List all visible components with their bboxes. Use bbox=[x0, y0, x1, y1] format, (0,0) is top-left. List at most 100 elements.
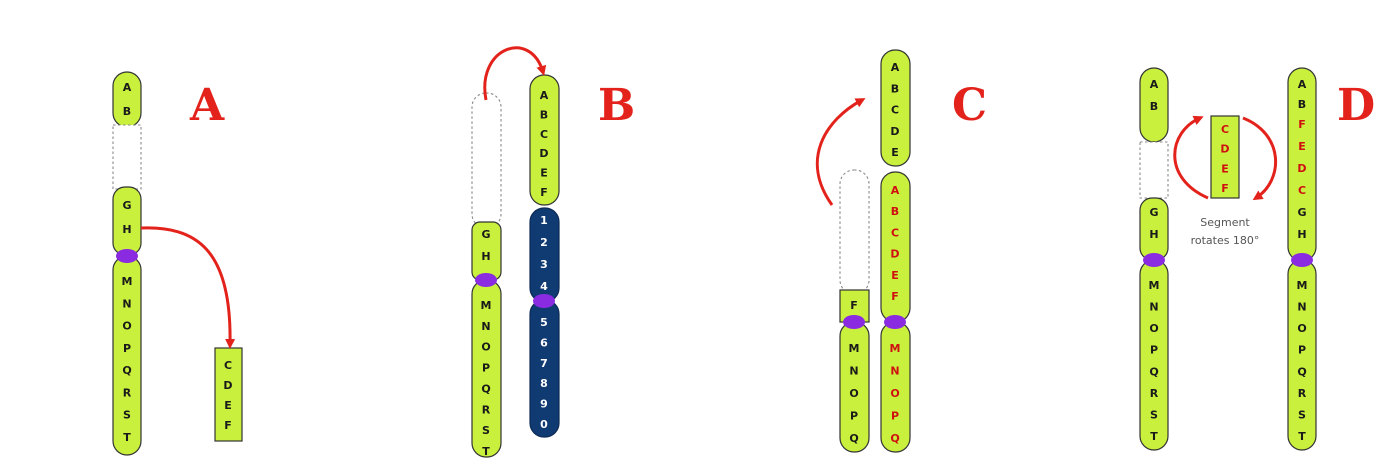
panel-d-right-bottom-letter: T bbox=[1298, 430, 1306, 443]
panel-c-left-bottom-letter: N bbox=[849, 365, 858, 378]
panel-c-right-top-letter: A bbox=[891, 184, 900, 197]
panel-c-right-bottom-letter: M bbox=[890, 342, 901, 355]
panel-d-right-inverted-letter: F bbox=[1298, 118, 1306, 131]
panel-a-fragment-letter: F bbox=[224, 419, 232, 432]
panel-d-left-centromere bbox=[1143, 253, 1165, 267]
panel-b-left-bottom-letter: R bbox=[482, 403, 491, 416]
panel-c-left-bottom-letter: P bbox=[850, 410, 858, 423]
panel-c-top-letter: E bbox=[891, 146, 899, 159]
panel-d-arrow-left bbox=[1173, 115, 1209, 200]
panel-c-left-centromere bbox=[843, 315, 865, 329]
panel-a-mid-letter: G bbox=[122, 199, 131, 212]
panel-a-bottom-letter: N bbox=[122, 297, 131, 310]
panel-c-top-letter: D bbox=[890, 125, 899, 138]
panel-b-left-mid-letter: H bbox=[481, 250, 490, 263]
panel-b-left-mid-letter: G bbox=[481, 228, 490, 241]
panel-d-right-bottom-letter: N bbox=[1297, 301, 1306, 314]
panel-c-right-bottom-letter: P bbox=[891, 410, 899, 423]
panel-c-right-bottom-letter: N bbox=[890, 365, 899, 378]
panel-b-left-deleted bbox=[471, 92, 502, 229]
panel-a-mid-letter: H bbox=[122, 223, 131, 236]
panel-d-right-mid-letter: H bbox=[1297, 228, 1306, 241]
panel-d-left-bottom-letter: Q bbox=[1149, 365, 1158, 378]
panel-d-segment-letter: F bbox=[1221, 182, 1229, 195]
panel-d: Segment rotates 180° D bbox=[1139, 67, 1375, 451]
panel-d-segment-letter: D bbox=[1220, 143, 1229, 156]
panel-d-right-bottom-letter: P bbox=[1298, 344, 1306, 357]
panel-d-segment-letter: E bbox=[1221, 162, 1229, 175]
panel-b-right-blue-bottom-letter: 5 bbox=[540, 316, 548, 329]
panel-b-right-centromere bbox=[533, 294, 555, 308]
panel-b-right-blue-top-letter: 1 bbox=[540, 214, 548, 227]
panel-d-left-mid-letter: H bbox=[1149, 228, 1158, 241]
panel-b-label: B bbox=[598, 80, 635, 131]
panel-d-right-bottom-letter: Q bbox=[1297, 365, 1306, 378]
panel-a-bottom-letter: M bbox=[122, 275, 133, 288]
panel-c-right-top-letter: B bbox=[891, 205, 899, 218]
panel-c-top-letter: B bbox=[891, 82, 899, 95]
panel-d-note-line2: rotates 180° bbox=[1191, 234, 1260, 247]
panel-a-centromere bbox=[116, 249, 138, 263]
panel-d-right-bottom-letter: R bbox=[1298, 387, 1307, 400]
panel-c-right-bottom-letter: Q bbox=[890, 432, 899, 445]
panel-d-right-inverted-letter: E bbox=[1298, 140, 1306, 153]
panel-c-right-top-letter: C bbox=[891, 226, 899, 239]
panel-a-bottom-letter: O bbox=[122, 320, 131, 333]
panel-d-left-bottom-letter: M bbox=[1149, 279, 1160, 292]
panel-d-left-bottom-letter: T bbox=[1150, 430, 1158, 443]
panel-a-deleted-region bbox=[112, 124, 142, 190]
panel-d-right-bottom-letter: O bbox=[1297, 322, 1306, 335]
panel-b-right-blue-top-letter: 4 bbox=[540, 280, 548, 293]
panel-a-top-letter: A bbox=[123, 81, 132, 94]
panel-b: B bbox=[471, 46, 635, 458]
panel-a-mid-arm bbox=[112, 186, 142, 256]
panel-d-segment bbox=[1210, 115, 1240, 199]
panel-d-left-bottom-letter: S bbox=[1150, 408, 1158, 421]
panel-b-right-blue-bottom-letter: 9 bbox=[540, 398, 548, 411]
panel-d-left-top-letter: B bbox=[1150, 100, 1158, 113]
panel-d-right-inverted-letter: C bbox=[1298, 184, 1306, 197]
panel-b-left-bottom-letter: O bbox=[481, 341, 490, 354]
panel-a-fragment-letter: E bbox=[224, 399, 232, 412]
panel-b-right-top-letter: F bbox=[540, 186, 548, 199]
panel-a-arrow bbox=[140, 226, 236, 349]
panel-b-left-bottom-letter: Q bbox=[481, 382, 490, 395]
panel-b-right-top-letter: C bbox=[540, 128, 548, 141]
panel-c-left-deleted bbox=[839, 169, 870, 295]
panel-d-left-top-letter: A bbox=[1150, 78, 1159, 91]
panel-c-left-bottom-letter: Q bbox=[849, 432, 858, 445]
panel-b-left-centromere bbox=[475, 273, 497, 287]
panel-c-arrow bbox=[815, 98, 866, 206]
panel-b-right-blue-top-letter: 3 bbox=[540, 258, 548, 271]
panel-d-left-bottom-letter: O bbox=[1149, 322, 1158, 335]
gene-letters: ABGHMNOPQRSTCDEFGHMNOPQRSTABCDEF12345678… bbox=[122, 61, 1308, 458]
panel-c-top-piece bbox=[880, 49, 911, 167]
panel-d-right-bottom-letter: M bbox=[1297, 279, 1308, 292]
panel-b-right-blue-bottom-letter: 8 bbox=[540, 377, 548, 390]
panel-d-right-bottom-letter: S bbox=[1298, 408, 1306, 421]
panel-a: A bbox=[112, 71, 243, 456]
panel-c-top-letter: C bbox=[891, 104, 899, 117]
panel-b-left-bottom-letter: S bbox=[482, 424, 490, 437]
panel-c-right-top-letter: D bbox=[890, 248, 899, 261]
panel-c-top-letter: A bbox=[891, 61, 900, 74]
panel-d-arrow-right bbox=[1242, 116, 1277, 201]
panel-c-label: C bbox=[952, 80, 987, 131]
panel-b-right-blue-top-letter: 2 bbox=[540, 236, 548, 249]
panel-d-left-deleted bbox=[1139, 141, 1169, 199]
panel-d-right-inverted-letter: D bbox=[1297, 162, 1306, 175]
panel-c-right-centromere bbox=[884, 315, 906, 329]
panel-b-left-bottom-letter: T bbox=[482, 445, 490, 458]
panel-c-left-bottom-letter: M bbox=[849, 342, 860, 355]
panel-c-right-bottom-letter: O bbox=[890, 387, 899, 400]
panel-b-right-blue-bottom-letter: 6 bbox=[540, 336, 548, 349]
panel-b-right-blue-bottom-letter: 7 bbox=[540, 357, 548, 370]
panel-d-segment-letter: C bbox=[1221, 123, 1229, 136]
panel-b-left-bottom-letter: M bbox=[481, 299, 492, 312]
panel-a-fragment-letter: D bbox=[223, 379, 232, 392]
panel-b-right-top-letter: A bbox=[540, 89, 549, 102]
panel-d-right-top-letter: A bbox=[1298, 78, 1307, 91]
panel-b-left-bottom-letter: P bbox=[482, 362, 490, 375]
panel-a-label: A bbox=[189, 80, 225, 131]
